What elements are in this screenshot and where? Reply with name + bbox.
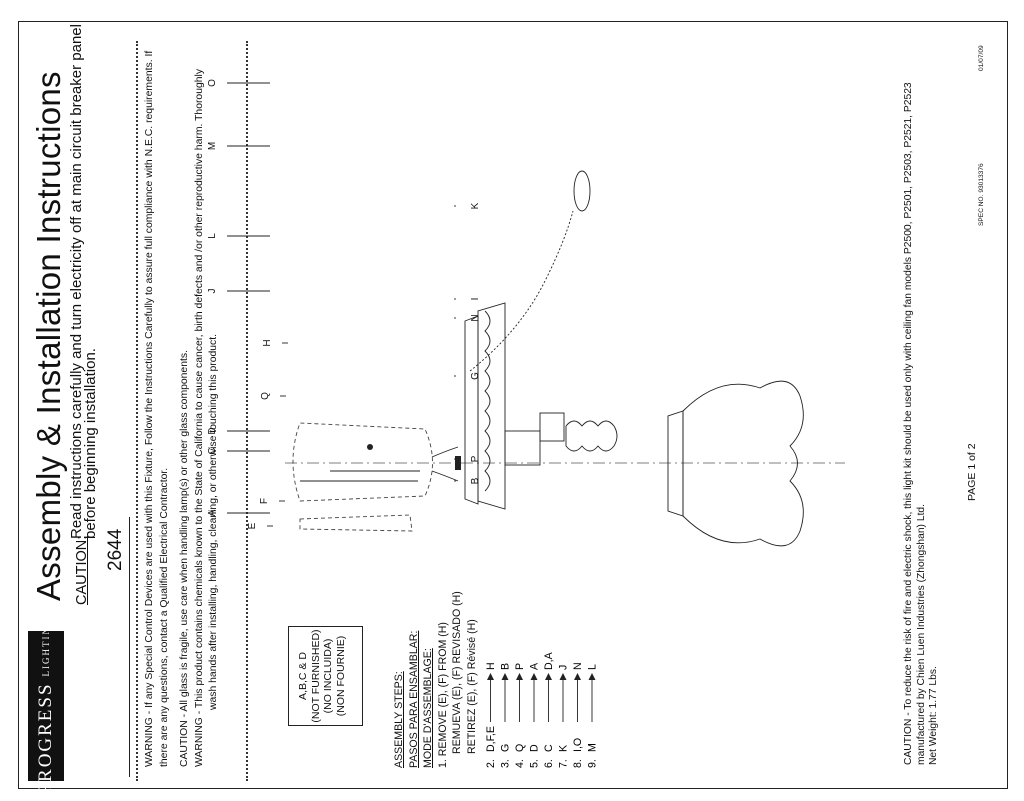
step-to-part: B xyxy=(500,663,512,670)
housing-screw xyxy=(367,444,373,450)
arrow-head-icon xyxy=(501,673,509,680)
page-number: PAGE 1 of 2 xyxy=(966,443,978,501)
callout-label-p: P xyxy=(470,455,481,462)
pan-rim xyxy=(464,315,479,505)
fixture-wires xyxy=(431,446,461,482)
callout-label-h: H xyxy=(262,339,273,346)
arrow-head-icon xyxy=(545,673,552,680)
ceiling-fan-housing xyxy=(292,422,433,532)
callout-label-a: A xyxy=(207,509,218,516)
callout-label-g: G xyxy=(470,372,481,380)
shade-bowl xyxy=(682,380,804,547)
step-to-part: A xyxy=(529,662,541,670)
callout-label-e: E xyxy=(247,522,258,529)
step-number: 7. xyxy=(558,759,570,768)
arrow-head-icon xyxy=(516,673,523,680)
net-weight: Net Weight: 1.77 Lbs. xyxy=(928,666,939,765)
step-from-part: D xyxy=(529,744,541,752)
arrow-head-icon xyxy=(574,673,581,680)
footer-caution-text: CAUTION - To reduce the risk of fire and… xyxy=(903,82,927,765)
bulb-spiral xyxy=(565,420,618,452)
step-from-part: G xyxy=(500,744,512,752)
pan-leaf-decoration xyxy=(484,310,491,492)
callout-label-o: O xyxy=(207,79,218,87)
spec-number: SPEC NO. 93013376 xyxy=(978,163,985,226)
callout-label-f: F xyxy=(259,498,270,504)
callout-label-m: M xyxy=(207,142,218,150)
callout-label-j: J xyxy=(207,289,218,294)
step-to-part: P xyxy=(514,663,526,670)
callout-label-n: N xyxy=(470,314,481,321)
step-number: 8. xyxy=(572,759,584,768)
step-to-part: H xyxy=(485,662,497,670)
lamp-socket-j xyxy=(504,430,541,466)
callout-label-q: Q xyxy=(260,392,271,400)
step-number: 4. xyxy=(514,759,526,768)
step-from-part: Q xyxy=(514,744,526,752)
part-callouts: A E F C D Q H J L M O B P G N I K xyxy=(207,79,481,529)
footer-caution: CAUTION - To reduce the risk of fire and… xyxy=(903,45,941,765)
steps-arrow-list: 2. D,F,E H 3. G B 4. Q P 5. D A 6. C D,A 7. K J 8. I,O N 9. M L xyxy=(485,651,599,768)
step-to-part: D,A xyxy=(543,651,555,670)
step-from-part: D,F,E xyxy=(485,726,497,752)
step-number: 2. xyxy=(485,759,497,768)
glass-shade-o xyxy=(667,380,804,547)
callout-label-c: C xyxy=(207,447,218,454)
callout-label-b: B xyxy=(470,477,481,484)
pan-body xyxy=(477,302,506,510)
shade-neck xyxy=(667,410,684,517)
wire-connector-h xyxy=(455,456,461,470)
arrow-head-icon xyxy=(487,673,494,680)
step-to-part: J xyxy=(558,665,570,670)
arrow-head-icon xyxy=(588,673,596,680)
callout-label-i: I xyxy=(470,298,481,301)
pull-chain-line xyxy=(469,210,574,372)
pull-chain xyxy=(469,170,591,372)
step-number: 3. xyxy=(500,759,512,768)
cfl-bulb-k xyxy=(539,412,618,452)
revision-date: 01/07/09 xyxy=(978,45,985,71)
arrow-head-icon xyxy=(559,673,567,680)
step-from-part: I,O xyxy=(572,738,584,752)
arrow-head-icon xyxy=(530,673,538,680)
step-number: 5. xyxy=(529,759,541,768)
pull-chain-pendant-m xyxy=(573,170,591,212)
bulb-base xyxy=(539,412,565,442)
step-to-part: L xyxy=(587,664,599,670)
step-number: 9. xyxy=(587,759,599,768)
wire-g xyxy=(431,470,459,482)
light-kit-pan xyxy=(464,302,541,510)
step-to-part: N xyxy=(572,662,584,670)
fan-mounting-bracket xyxy=(299,514,413,532)
callout-label-l: L xyxy=(207,233,218,239)
step-from-part: C xyxy=(543,744,555,752)
callout-label-d: D xyxy=(207,427,218,434)
fan-switch-housing xyxy=(292,422,433,502)
step-from-part: K xyxy=(558,745,570,752)
step-from-part: M xyxy=(587,743,599,752)
wire-q xyxy=(431,446,459,458)
callout-label-k: K xyxy=(470,202,481,209)
assembly-steps: ASSEMBLY STEPS: PASOS PARA ENSAMBLAR: MO… xyxy=(392,591,603,768)
step-number: 6. xyxy=(543,759,555,768)
